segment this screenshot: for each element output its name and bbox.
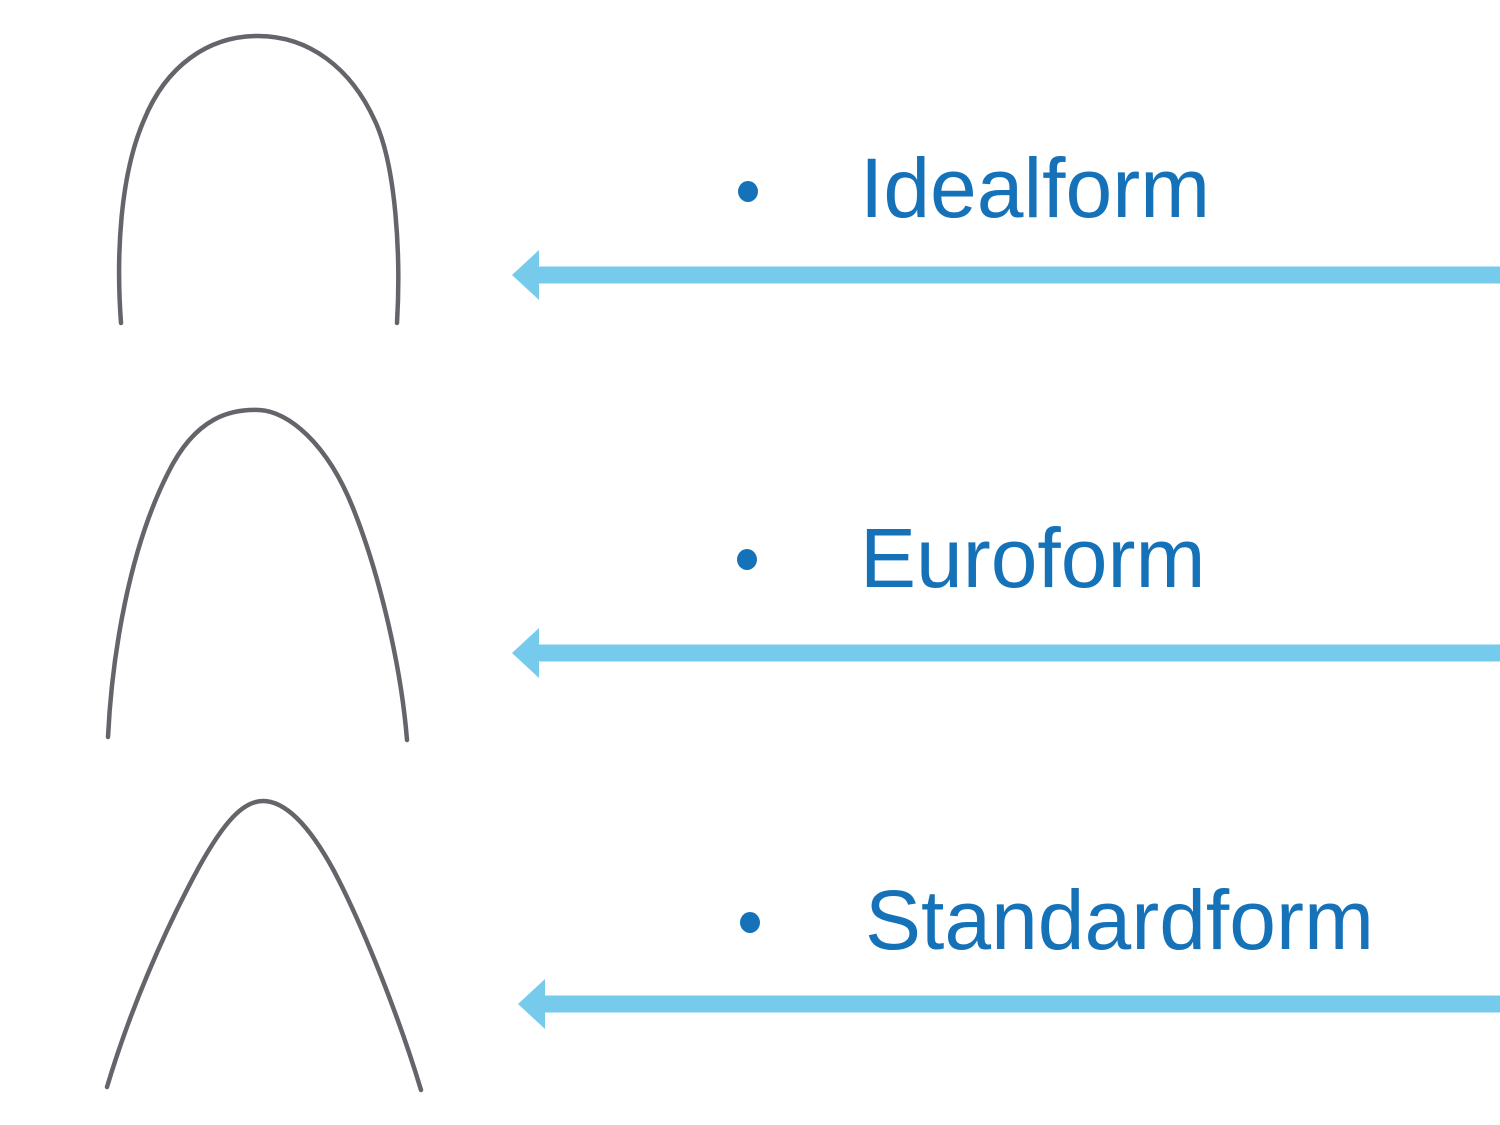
- arrow-shaft: [543, 995, 1500, 1013]
- arrow-shaft: [537, 644, 1500, 662]
- arrowhead: [512, 628, 539, 678]
- idealform-left-arrow-icon: [512, 250, 1500, 300]
- standardform-archwire-image: [104, 798, 424, 1093]
- standardform-label: Standardform: [865, 873, 1374, 967]
- euroform-archwire-image: [105, 407, 410, 743]
- arrow-shaft: [537, 266, 1500, 284]
- arrowhead: [518, 979, 545, 1029]
- bullet-icon: [738, 181, 758, 202]
- standardform-left-arrow-icon: [518, 979, 1500, 1029]
- arrowhead: [512, 250, 539, 300]
- idealform-archwire-image: [116, 33, 401, 326]
- euroform-label: Euroform: [860, 511, 1206, 605]
- bullet-icon: [740, 912, 760, 933]
- idealform-label: Idealform: [860, 141, 1211, 235]
- bullet-icon: [737, 549, 757, 570]
- euroform-left-arrow-icon: [512, 628, 1500, 678]
